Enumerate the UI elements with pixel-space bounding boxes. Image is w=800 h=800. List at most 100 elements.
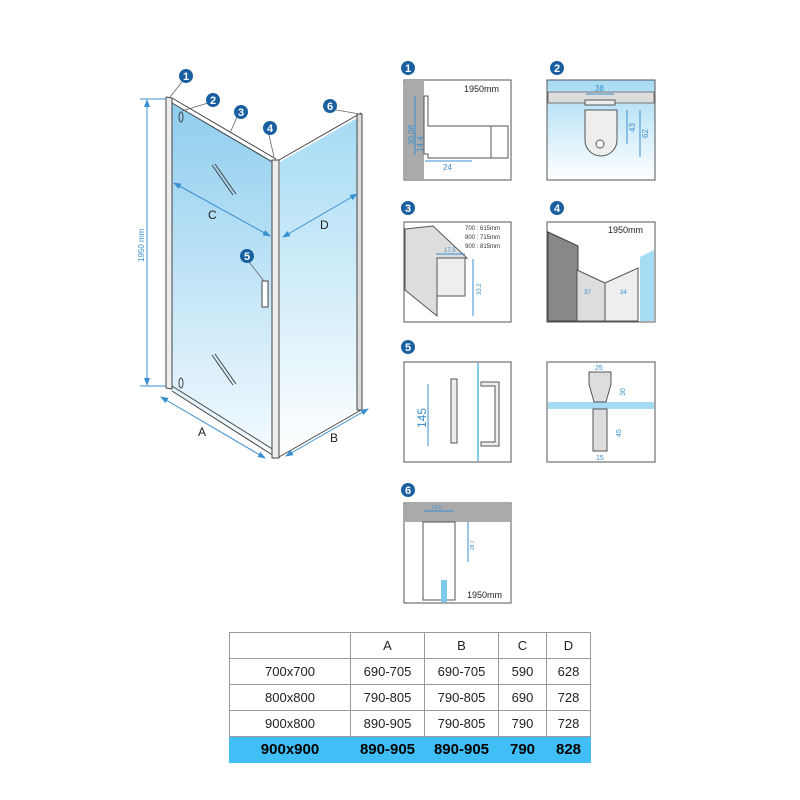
dimension-label: 15 [596,455,604,462]
drawing-shape [323,99,337,113]
cell: 900x800 [229,710,351,737]
drawing-shape [206,93,220,107]
dimension-a-label: A [198,425,206,439]
drawing-shape [179,69,193,83]
door-glass-panel [171,102,274,455]
dimension-label: 25 [595,365,603,372]
dimension-label: 24 [443,163,452,172]
drawing-shape [401,483,415,497]
bottom-hinge [178,377,184,389]
dimension-label: 4 [267,123,274,135]
dimension-label: 33.2 [477,283,483,295]
dimension-label: 14.4 [416,136,425,152]
detail-knob-section: 25 30 45 15 [546,361,656,463]
drawing-shape [547,231,579,322]
cell: 790-805 [424,710,499,737]
dimension-label: 4 [554,203,561,215]
drawing-shape [450,378,458,444]
callout-4: 4 [263,121,277,135]
drawing-shape [595,139,605,149]
dimension-label: 1 [405,63,411,75]
dimension-label: 38 [595,84,604,93]
dimension-label: 900 : 815mm [465,244,500,250]
drawing-shape [584,109,618,157]
drawing-shape [271,159,280,459]
cell: 728 [546,710,591,737]
dimension-c-label: C [208,208,217,222]
drawing-shape [263,121,277,135]
drawing-shape [401,340,415,354]
drawing-shape [401,201,415,215]
dimension-label: 2 [554,63,560,75]
drawing-shape [477,363,479,461]
drawing-shape: 4 [550,201,564,215]
drawing-shape [160,396,266,459]
dimension-label: 3 [238,107,244,119]
drawing-shape [405,504,510,522]
main-enclosure-drawing: 1950 mm A B C D 1 2 3 4 5 6 [137,69,369,459]
drawing-shape: 6 [401,483,415,497]
dimension-label: 6 [327,101,333,113]
drawing-shape: 2 [550,61,564,75]
drawing-shape [356,113,363,411]
dimension-label: 28.7 [470,540,476,550]
cell: 728 [546,684,591,711]
dimension-label: 800 : 715mm [465,235,500,241]
cell: 590 [498,658,547,685]
cell: 690 [498,684,547,711]
drawing-shape [285,408,369,457]
dimension-label: 37 [584,290,591,296]
side-glass-panel [280,117,359,455]
drawing-shape [248,261,265,282]
dimension-label: 34 [620,290,627,296]
dimension-d-label: D [320,218,329,232]
drawing-shape [335,109,361,115]
dimension-b-label: B [330,431,338,445]
drawing-shape [211,354,234,386]
cell: 690-705 [350,658,425,685]
drawing-shape [214,353,237,385]
callout-3: 3 [234,105,248,119]
cell: 790 [498,710,547,737]
dimension-label: 17.5 [444,248,456,254]
dimension-label: 62 [641,129,650,138]
header-cell: C [498,632,547,659]
cell: 800x800 [229,684,351,711]
detail-4-corner: 4 37 34 1950mm [546,201,656,323]
dimension-label: 1950mm [608,225,643,235]
callout-1: 1 [179,69,193,83]
dimension-label: 45 [616,429,623,437]
dimension-label: 43 [628,123,637,132]
dimension-label: 26.5 [432,505,442,511]
dimension-label: 5 [244,251,250,263]
drawing-shape [278,112,362,161]
dimension-label: 2 [210,95,216,107]
detail-3-top-rail: 3 700 : 615mm 800 : 715mm 900 : 815mm 17… [401,201,512,323]
cell: 890-905 [350,710,425,737]
detail-1-wall-profile: 1 30.08 14.4 24 1950mm [401,61,512,181]
cell: 890-905 [424,736,499,763]
drawing-shape [234,105,248,119]
drawing-shape [169,81,183,98]
detail-2-hinge: 2 38 43 62 [546,61,656,181]
drawing-shape [592,408,608,452]
drawing-shape [173,182,271,237]
drawing-shape [550,201,564,215]
dimension-label: 3 [405,203,411,215]
drawing-shape [480,381,500,447]
drawing-shape [422,521,456,601]
detail-6-side-profile: 6 26.5 28.7 1950mm [401,483,512,604]
drawing-shape [550,61,564,75]
detail-5-handle: 5 145 [401,340,512,463]
drawing-shape [548,402,654,409]
top-hinge [178,111,184,123]
drawing-shape [165,96,173,390]
drawing-shape [441,580,447,602]
drawing-shape [169,81,361,282]
cell: 790-805 [424,684,499,711]
cell: 790-805 [350,684,425,711]
drawing-shape [640,250,654,321]
